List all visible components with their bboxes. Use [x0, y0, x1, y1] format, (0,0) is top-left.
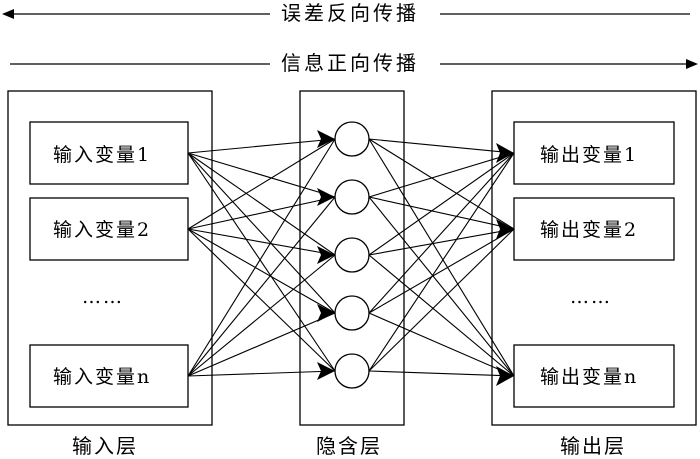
input-layer-label: 输入层	[72, 434, 138, 458]
hidden-node-1-arrowheads	[317, 130, 335, 148]
connection-input-3-hidden-5	[187, 370, 336, 377]
connection-hidden-2-output-3	[368, 196, 515, 377]
output-variable-2-label: 输出变量2	[540, 219, 639, 241]
connection-hidden-1-output-2	[368, 138, 515, 230]
hidden-node-2-arrowheads	[317, 188, 335, 206]
input-variable-n-box	[29, 344, 189, 408]
output-variable-3-arrowheads	[496, 366, 514, 386]
connection-hidden-3-output-1	[368, 152, 515, 256]
input-variable-1-box	[29, 121, 189, 185]
connection-input-1-hidden-3	[187, 152, 336, 256]
input-variable-2-box	[29, 197, 189, 261]
input-layer-frame	[7, 90, 213, 426]
hidden-node-4	[334, 295, 370, 331]
hidden-layer-label: 隐含层	[316, 434, 382, 458]
output-layer-frame	[491, 90, 697, 426]
output-variable-1-arrowheads	[496, 143, 514, 163]
output-variable-n-label: 输出变量n	[540, 366, 639, 388]
hidden-node-4-arrowheads	[317, 304, 335, 322]
hidden-node-1	[334, 121, 370, 157]
input-variable-2-label: 输入变量2	[53, 219, 152, 241]
connection-hidden-3-output-2	[368, 228, 515, 256]
hidden-node-3-arrowheads	[317, 246, 335, 264]
connection-hidden-5-output-3	[368, 370, 515, 377]
connection-input-3-hidden-4	[187, 312, 336, 377]
connection-hidden-2-output-1	[368, 152, 515, 198]
hidden-node-2	[334, 179, 370, 215]
hidden-node-5	[334, 353, 370, 389]
input-variable-1-label: 输入变量1	[53, 144, 152, 166]
connection-hidden-4-output-3	[368, 312, 515, 377]
backward-propagation-title: 误差反向传播	[275, 3, 425, 23]
connection-hidden-5-output-2	[368, 228, 515, 372]
connection-hidden-4-output-2	[368, 228, 515, 314]
connection-input-1-hidden-1	[187, 138, 336, 154]
connection-hidden-1-output-1	[368, 138, 515, 154]
output-variable-1-label: 输出变量1	[540, 144, 639, 166]
connection-hidden-1-output-3	[368, 138, 515, 377]
connection-input-3-hidden-3	[187, 254, 336, 377]
input-ellipsis: ……	[82, 286, 124, 308]
output-variable-2-arrowheads	[496, 219, 514, 239]
output-layer-label: 输出层	[560, 434, 626, 458]
input-variable-n-label: 输入变量n	[53, 366, 152, 388]
connection-hidden-4-output-1	[368, 152, 515, 314]
output-ellipsis: ……	[570, 286, 612, 308]
forward-propagation-title: 信息正向传播	[275, 53, 425, 73]
connection-hidden-3-output-3	[368, 254, 515, 377]
hidden-layer-frame	[299, 90, 405, 426]
connection-hidden-2-output-2	[368, 196, 515, 230]
hidden-node-5-arrowheads	[317, 362, 335, 380]
hidden-node-3	[334, 237, 370, 273]
connection-hidden-5-output-1	[368, 152, 515, 372]
forward-arrow-head	[686, 59, 698, 69]
backward-arrow-head	[2, 9, 14, 19]
connection-input-2-hidden-1	[187, 138, 336, 230]
connection-input-1-hidden-5	[187, 152, 336, 372]
